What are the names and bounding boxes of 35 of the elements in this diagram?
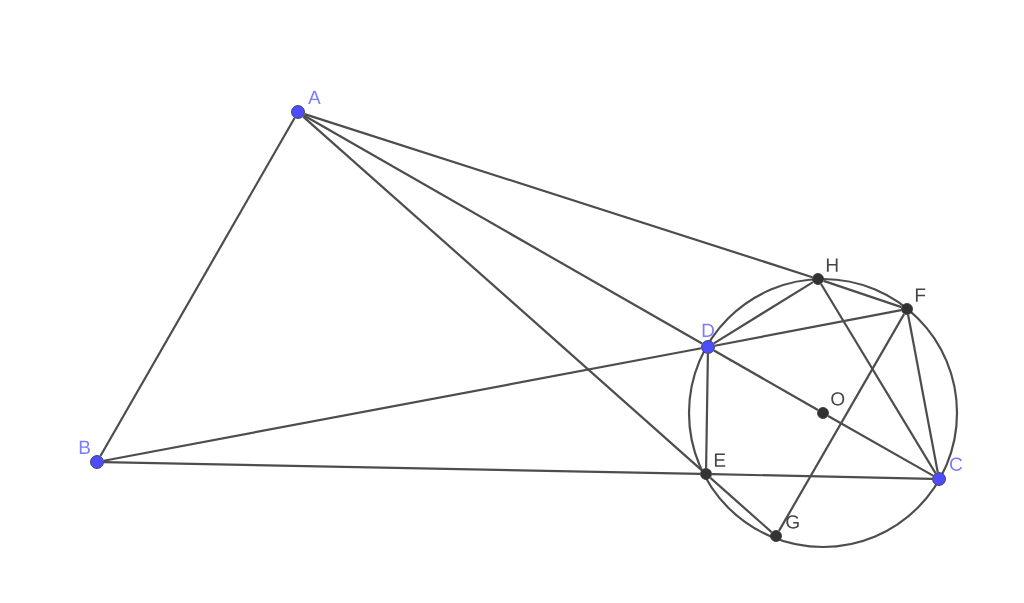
point: C bbox=[932, 457, 963, 486]
node-label: E bbox=[714, 453, 726, 467]
point: F bbox=[901, 288, 926, 315]
node-label: F bbox=[915, 288, 926, 302]
line-segment bbox=[827, 414, 934, 477]
point: E bbox=[700, 453, 726, 480]
line-segment bbox=[713, 281, 814, 345]
line-segment bbox=[713, 349, 819, 412]
node-label: H bbox=[826, 258, 838, 272]
line-segment bbox=[823, 279, 902, 309]
node-label: B bbox=[79, 440, 90, 454]
line-segment bbox=[103, 461, 701, 475]
line-segment bbox=[820, 283, 937, 474]
point: G bbox=[770, 515, 799, 542]
line-segment bbox=[778, 313, 905, 532]
line-segment bbox=[705, 353, 709, 469]
node-label: A bbox=[308, 90, 321, 104]
point: A bbox=[291, 90, 321, 119]
line-segment bbox=[304, 113, 813, 279]
node-label: D bbox=[702, 323, 714, 337]
line-segment bbox=[303, 114, 703, 345]
node-label: G bbox=[786, 515, 799, 529]
line-segment bbox=[711, 473, 933, 480]
point: H bbox=[812, 258, 838, 285]
node-label: O bbox=[831, 392, 845, 406]
line-segment bbox=[907, 314, 939, 473]
node-label: C bbox=[950, 457, 963, 471]
line-segment bbox=[302, 115, 703, 471]
line-segment bbox=[714, 309, 902, 347]
line-segment bbox=[709, 477, 773, 533]
point: B bbox=[79, 440, 104, 469]
line-segment bbox=[99, 117, 296, 457]
line-segment bbox=[103, 347, 702, 462]
point: D bbox=[701, 323, 715, 354]
point: O bbox=[817, 392, 845, 419]
